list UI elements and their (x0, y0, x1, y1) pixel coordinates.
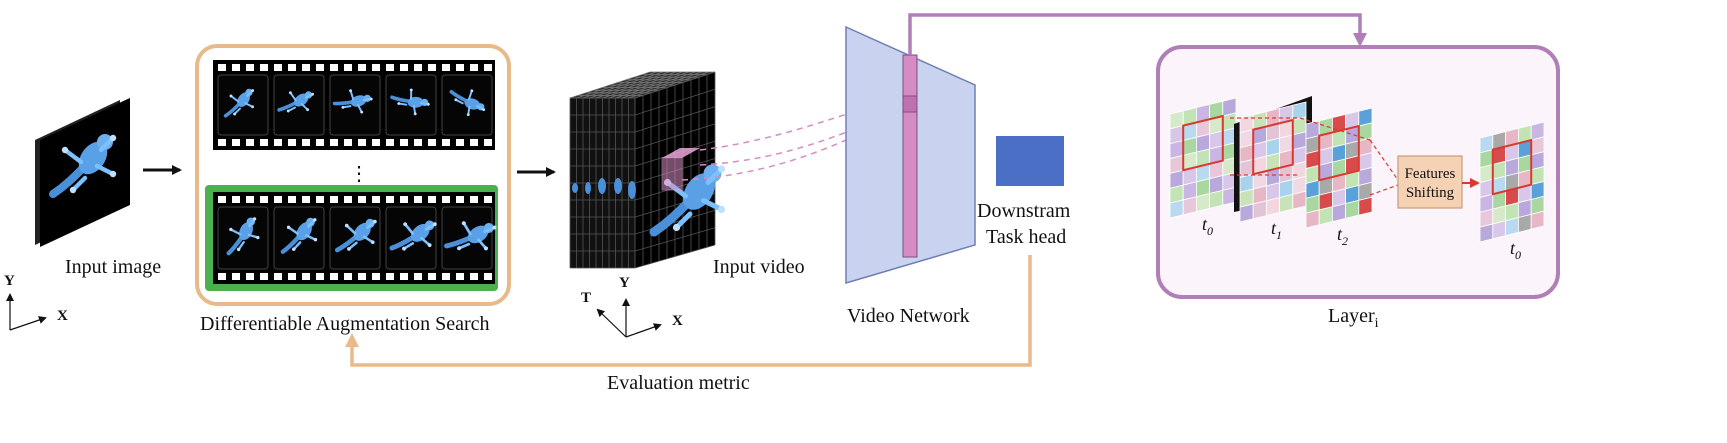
evaluation-metric-label: Evaluation metric (607, 372, 750, 394)
input-video-cube (569, 71, 725, 269)
film-frame (217, 206, 269, 270)
input-video-label: Input video (713, 256, 805, 278)
features-shifting-label-2: Shifting (1406, 185, 1455, 201)
film-frame (329, 206, 381, 270)
ellipsis: ⋮ (349, 163, 369, 185)
video-axis-t: T (581, 290, 591, 306)
shift-lines (1230, 117, 1399, 196)
feature-map (1169, 97, 1237, 219)
features-shifting-label-1: Features (1405, 166, 1456, 182)
video-axis-x: X (672, 313, 683, 329)
film-frame (273, 74, 325, 136)
film-frame (273, 206, 325, 270)
film-strip-bottom (213, 192, 497, 284)
video-axis-y: Y (619, 275, 630, 291)
image-axis-x: X (57, 308, 68, 324)
task-head-box (996, 136, 1064, 186)
film-strip-top (213, 60, 495, 150)
feedback-arrow (345, 255, 1032, 367)
time-label-t0: t0 (1202, 214, 1213, 238)
layer-label: Layeri (1328, 305, 1379, 331)
das-box (195, 44, 511, 306)
feature-map (1305, 107, 1373, 229)
features-shifting-box (1397, 155, 1463, 209)
feature-map (1234, 96, 1312, 223)
film-frame (385, 206, 437, 270)
film-frame (217, 74, 269, 136)
video-gecko-trail (572, 178, 636, 199)
input-image-label: Input image (65, 256, 161, 278)
time-label-t2: t2 (1337, 224, 1348, 248)
layer-arrow (908, 13, 1367, 55)
task-head-label-1: Downstram (977, 200, 1071, 222)
image-axis-y: Y (4, 273, 15, 289)
image-axes: Y X (4, 273, 68, 331)
film-frame (329, 74, 381, 136)
film-frame (441, 206, 497, 270)
input-image (35, 98, 130, 247)
video-network (845, 25, 976, 285)
task-head-label-2: Task head (986, 226, 1066, 248)
video-axes: T Y X (581, 275, 683, 338)
video-network-label: Video Network (847, 305, 970, 327)
film-frame (385, 74, 437, 136)
time-label-t0-out: t0 (1510, 238, 1521, 262)
das-label: Differentiable Augmentation Search (200, 313, 490, 335)
feature-map (1479, 121, 1545, 243)
patch-cube (662, 148, 700, 158)
time-label-t1: t1 (1271, 218, 1282, 242)
film-frame (441, 74, 493, 136)
